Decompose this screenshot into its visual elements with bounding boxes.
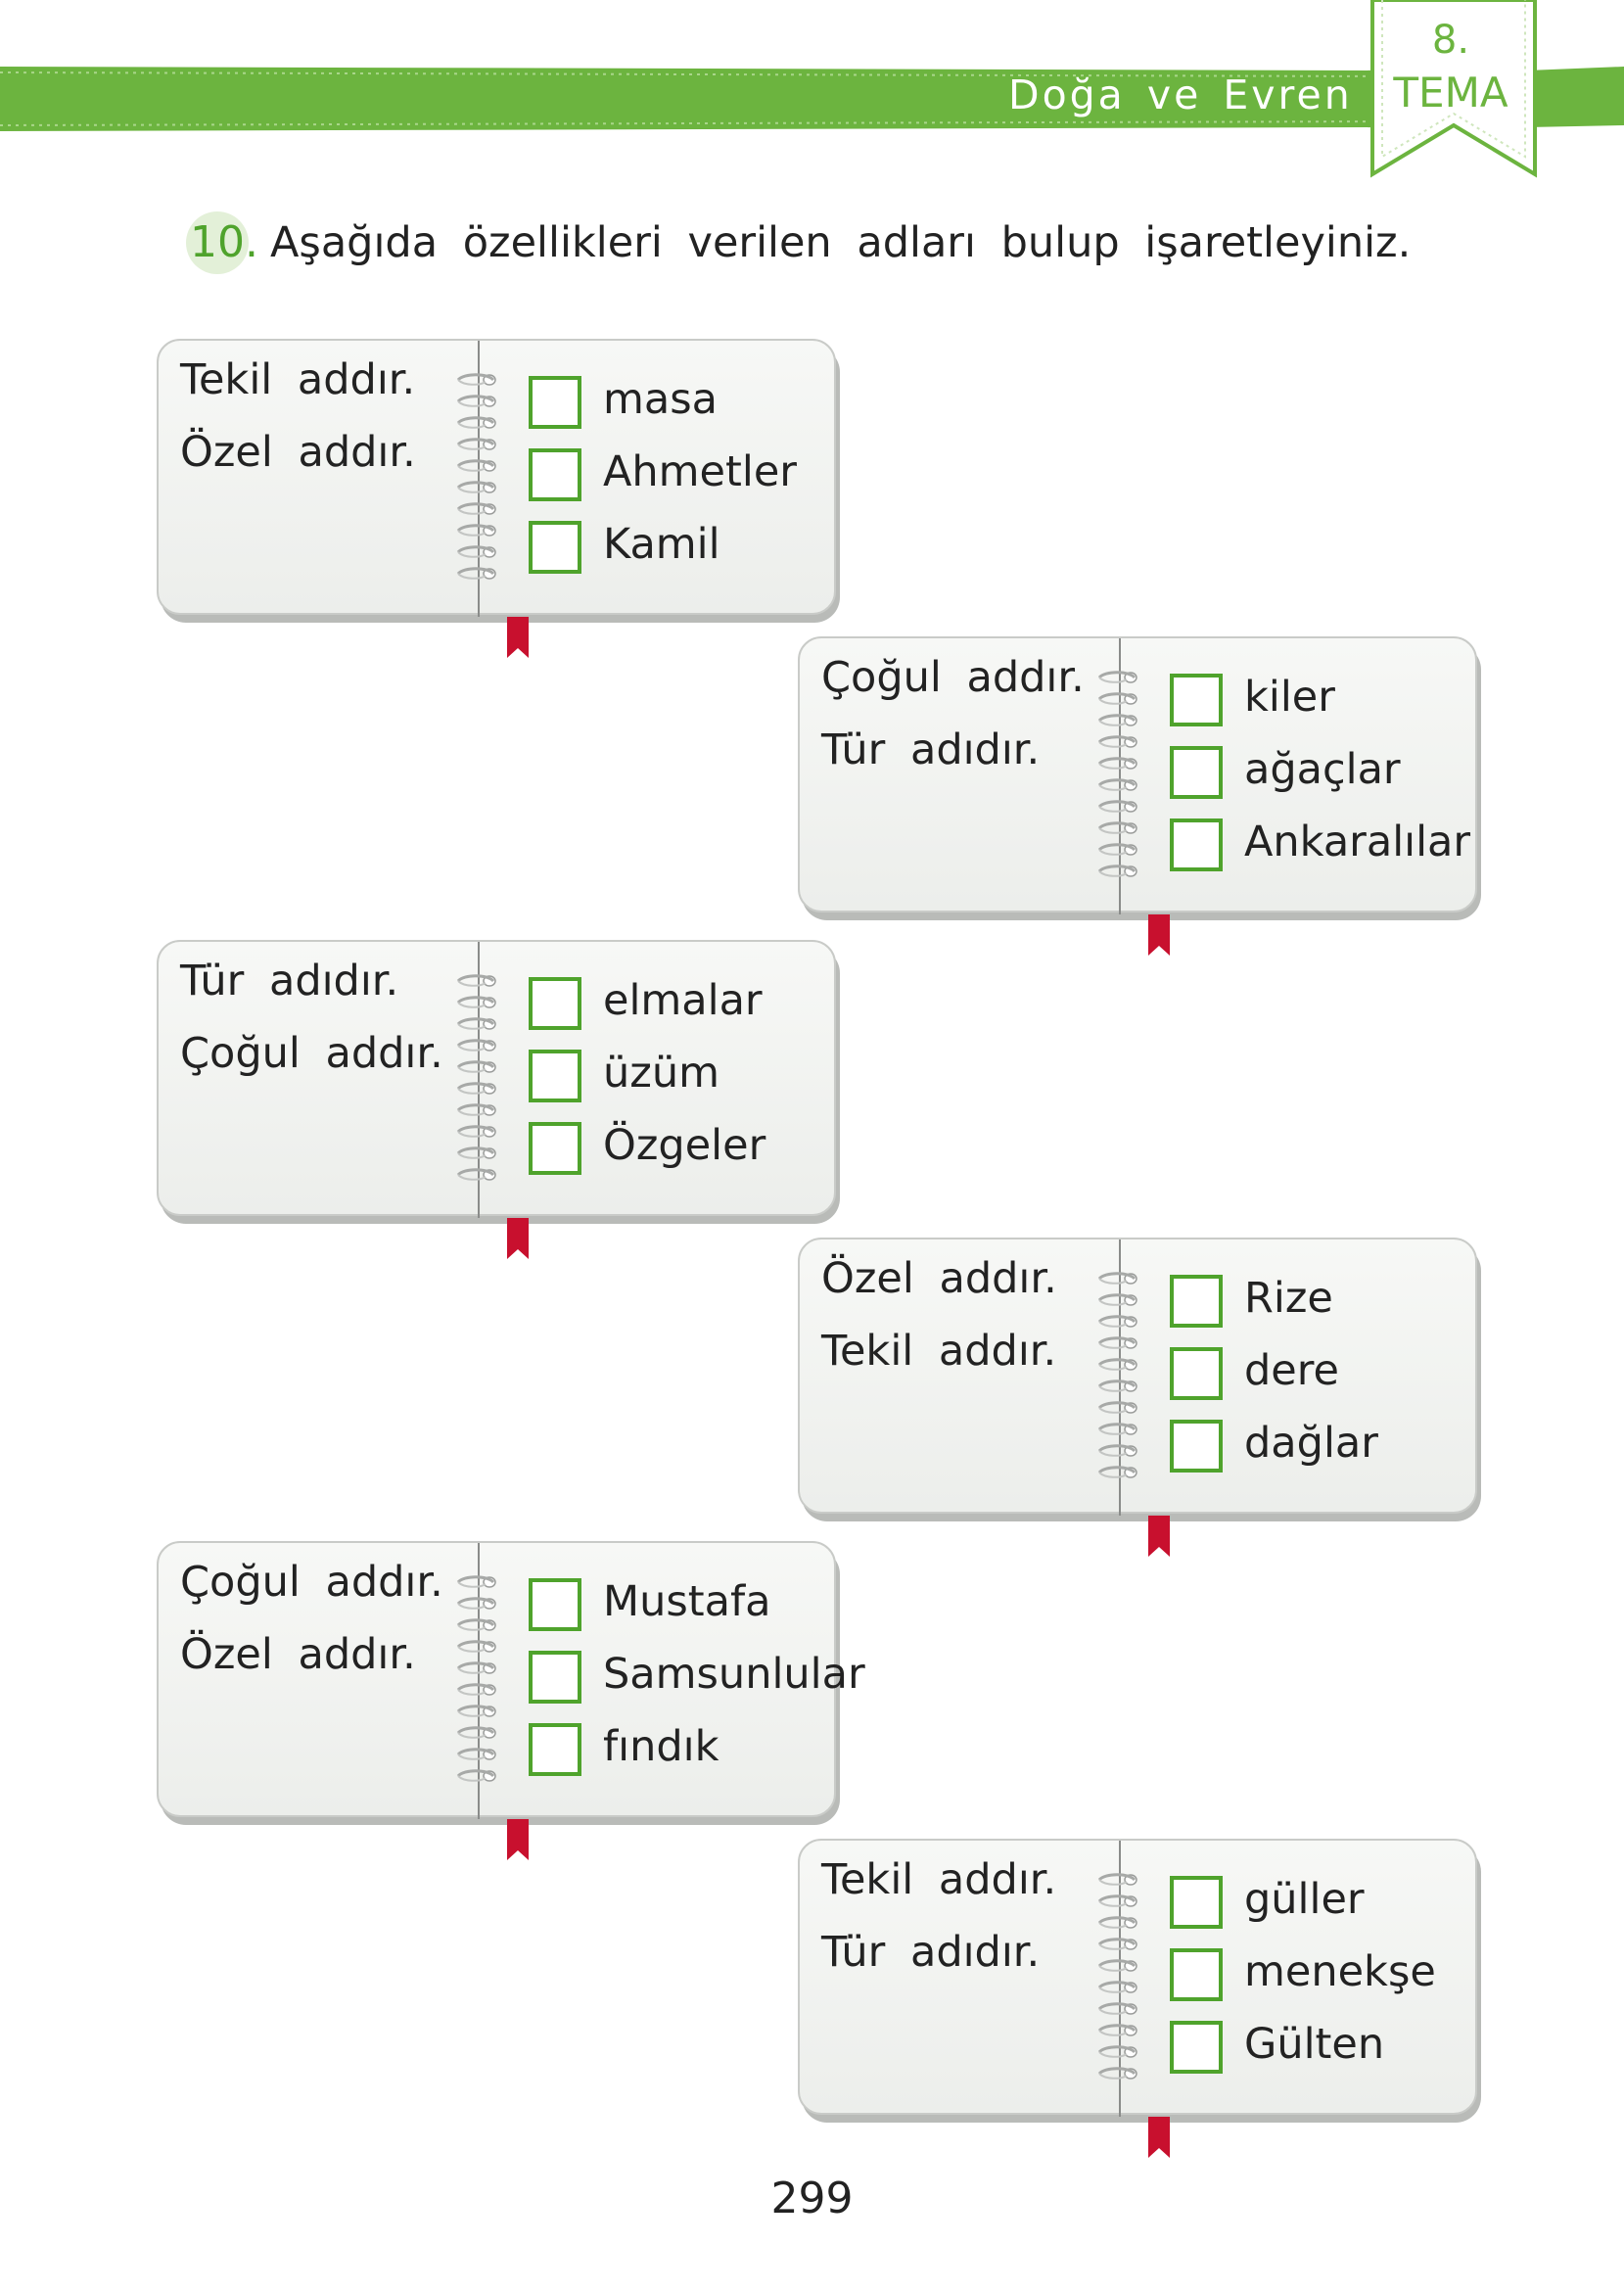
option-word: Ankaralılar [1244,818,1471,866]
notebook-card-2: Çoğul addır. Tür adıdır. kiler ağaçlar A… [798,636,1481,956]
answer-checkbox[interactable] [1170,674,1223,726]
spiral-rings-icon [456,974,496,1181]
theme-label: TEMA [1393,69,1508,117]
spiral-rings-icon [1097,1272,1137,1478]
property-label: Çoğul addır. [821,653,1085,702]
notebook-spine [478,1543,480,1819]
property-label: Çoğul addır. [180,1558,443,1607]
option-word: fındık [603,1722,719,1771]
answer-checkbox[interactable] [529,1723,581,1776]
option-word: Mustafa [603,1577,771,1626]
answer-checkbox[interactable] [529,977,581,1030]
property-label: Özel addır. [821,1254,1057,1303]
answer-checkbox[interactable] [1170,818,1223,871]
bookmark-ribbon-icon [507,1819,529,1860]
property-label: Tekil addır. [180,355,416,404]
answer-checkbox[interactable] [1170,1948,1223,2001]
answer-checkbox[interactable] [1170,746,1223,799]
option-word: Rize [1244,1274,1333,1323]
bookmark-ribbon-icon [507,1218,529,1259]
answer-checkbox[interactable] [529,1122,581,1175]
theme-number: 8. [1431,18,1470,63]
property-label: Çoğul addır. [180,1029,443,1078]
question-text: Aşağıda özellikleri verilen adları bulup… [270,218,1412,267]
notebook-spine [1119,1239,1121,1516]
answer-checkbox[interactable] [1170,1347,1223,1400]
answer-checkbox[interactable] [1170,1876,1223,1929]
question-number: 10. [190,217,258,267]
answer-checkbox[interactable] [1170,1420,1223,1473]
option-word: elmalar [603,976,763,1025]
option-word: Gülten [1244,2020,1385,2069]
notebook-page [798,1839,1477,2115]
notebook-card-1: Tekil addır. Özel addır. masa Ahmetler K… [157,339,840,658]
notebook-card-5: Çoğul addır. Özel addır. Mustafa Samsunl… [157,1541,865,1860]
bookmark-ribbon-icon [1148,2117,1170,2158]
property-label: Tür adıdır. [821,1928,1041,1977]
theme-header-band [0,67,1624,131]
notebook-page [157,1541,836,1817]
notebook-card-3: Tür adıdır. Çoğul addır. elmalar üzüm Öz… [157,940,840,1259]
option-word: dere [1244,1346,1339,1395]
spiral-rings-icon [1097,1873,1137,2080]
page-number: 299 [770,2174,854,2223]
notebook-spine [478,942,480,1218]
bookmark-ribbon-icon [1148,914,1170,956]
notebook-page [798,636,1477,912]
notebook-card-6: Tekil addır. Tür adıdır. güller menekşe … [798,1839,1481,2158]
spiral-rings-icon [456,1575,496,1782]
bookmark-ribbon-icon [507,617,529,658]
notebook-card-4: Özel addır. Tekil addır. Rize dere dağla… [798,1238,1481,1557]
answer-checkbox[interactable] [529,1651,581,1704]
notebook-spine [1119,1841,1121,2117]
property-label: Özel addır. [180,1630,416,1679]
property-label: Tür adıdır. [821,725,1041,774]
spiral-rings-icon [1097,671,1137,877]
answer-checkbox[interactable] [529,521,581,574]
answer-checkbox[interactable] [529,1578,581,1631]
option-word: menekşe [1244,1947,1436,1996]
question-number-badge [186,211,249,274]
notebook-page [798,1238,1477,1514]
option-word: kiler [1244,673,1335,722]
option-word: ağaçlar [1244,745,1401,794]
theme-name: Doğa ve Evren [1008,71,1353,118]
option-word: güller [1244,1875,1365,1924]
bookmark-ribbon-icon [1148,1516,1170,1557]
answer-checkbox[interactable] [1170,2021,1223,2074]
answer-checkbox[interactable] [529,1050,581,1102]
option-word: dağlar [1244,1419,1378,1468]
answer-checkbox[interactable] [529,448,581,501]
option-word: üzüm [603,1049,719,1098]
spiral-rings-icon [456,373,496,580]
option-word: masa [603,375,718,424]
notebook-spine [1119,638,1121,914]
notebook-page [157,940,836,1216]
answer-checkbox[interactable] [529,376,581,429]
option-word: Kamil [603,520,720,569]
answer-checkbox[interactable] [1170,1275,1223,1328]
property-label: Tür adıdır. [180,957,399,1005]
property-label: Tekil addır. [821,1855,1057,1904]
notebook-page [157,339,836,615]
theme-ribbon-badge [1370,0,1537,178]
property-label: Tekil addır. [821,1327,1057,1376]
option-word: Ahmetler [603,447,797,496]
option-word: Özgeler [603,1121,766,1170]
notebook-spine [478,341,480,617]
option-word: Samsunlular [603,1650,865,1699]
property-label: Özel addır. [180,428,416,477]
